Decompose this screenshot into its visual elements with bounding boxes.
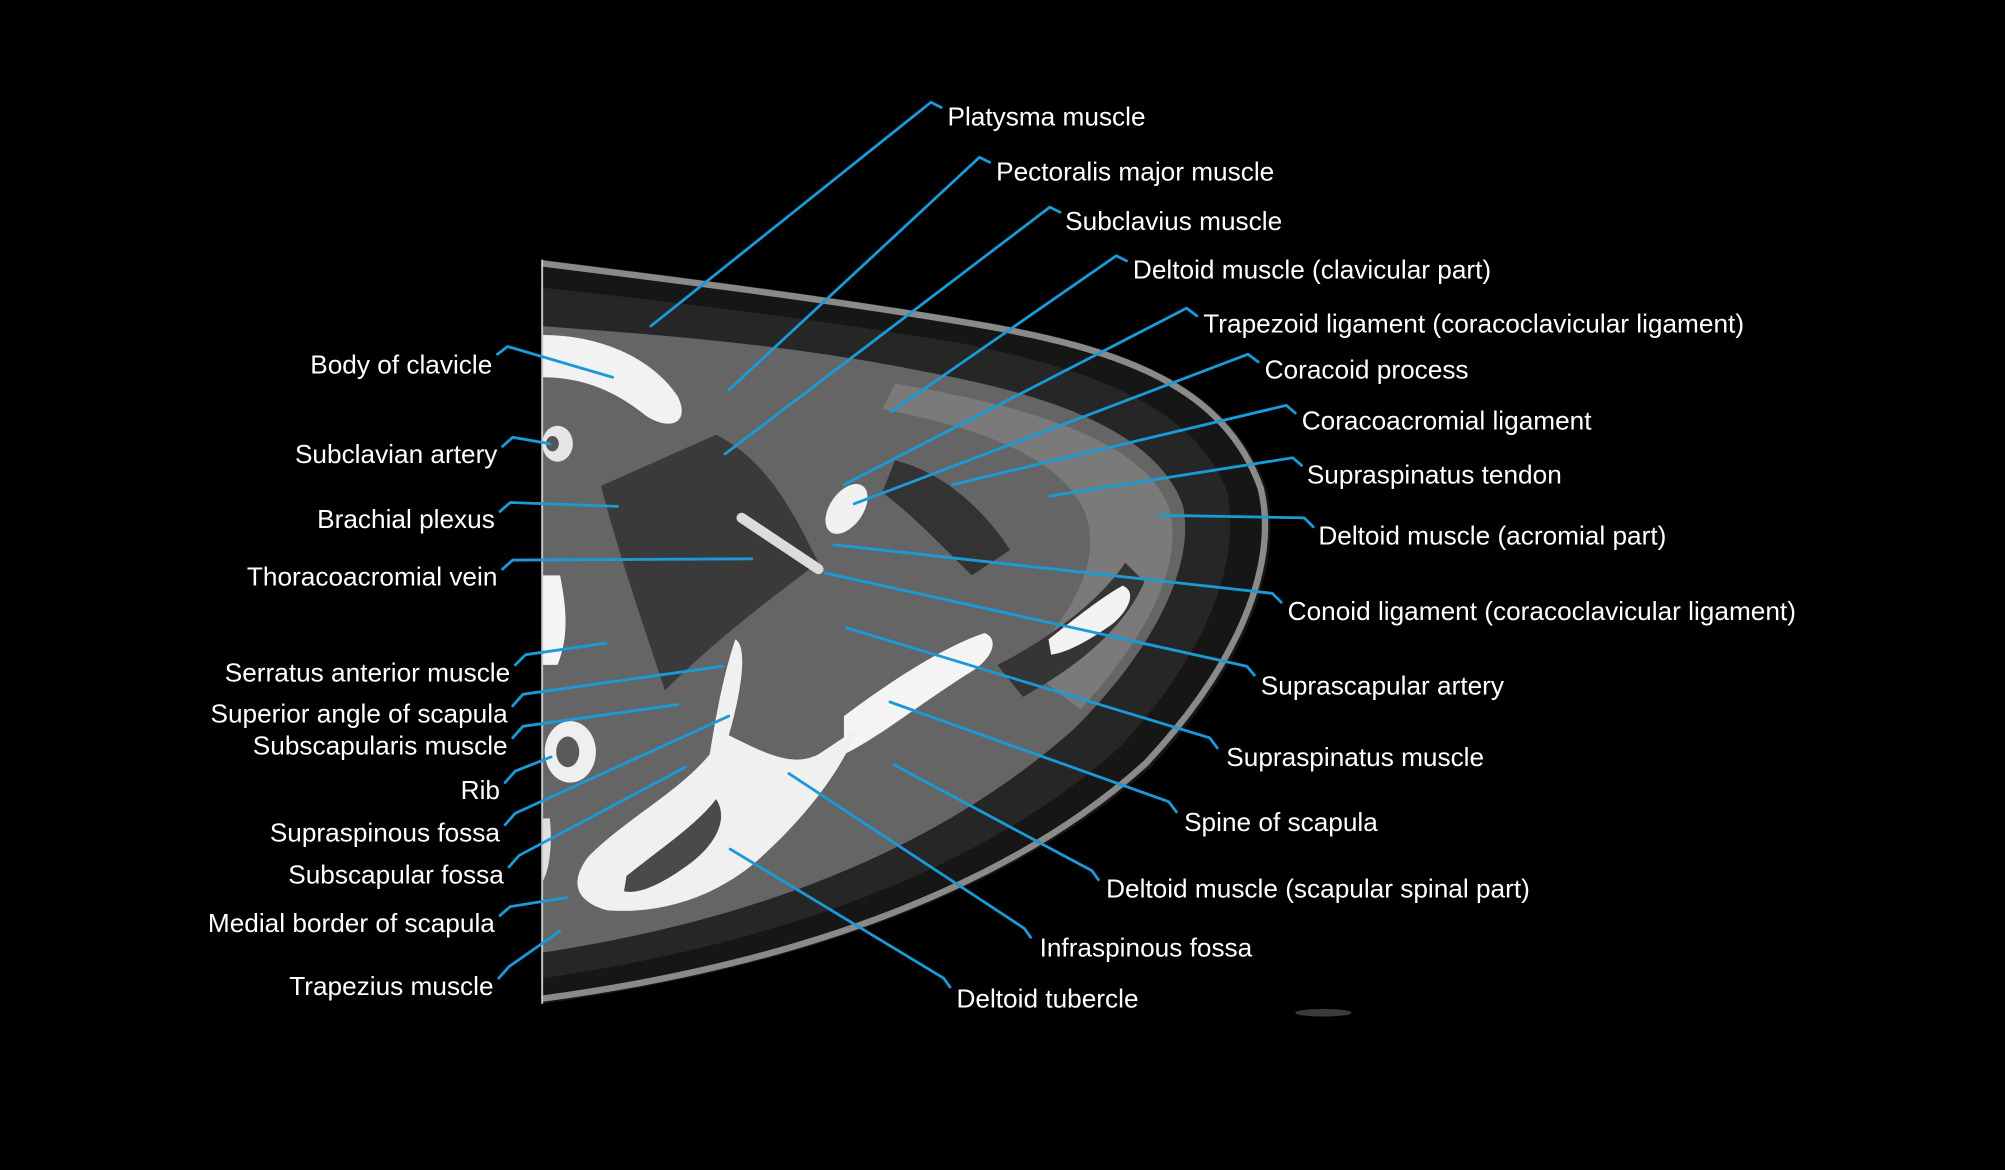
label-spine-of-scapula: Spine of scapula <box>1184 807 1378 837</box>
ct-artifact <box>1295 1008 1352 1017</box>
leader-line-coracoacromial-ligament <box>951 403 1297 487</box>
label-subclavius-muscle: Subclavius muscle <box>1065 206 1282 236</box>
leader-line-supraspinatus-muscle <box>845 626 1219 750</box>
leader-line-infraspinous-fossa <box>787 772 1033 939</box>
leader-lines <box>496 100 1315 989</box>
leader-line-deltoid-muscle-acromial-part <box>1158 513 1315 529</box>
leader-line-brachial-plexus <box>498 501 620 513</box>
label-subscapularis-muscle: Subscapularis muscle <box>253 730 508 760</box>
ct-scan-image <box>542 259 1271 1004</box>
leader-line-deltoid-tubercle <box>728 847 952 989</box>
leader-line-rib <box>503 755 553 784</box>
leader-line-body-of-clavicle <box>496 345 614 379</box>
label-deltoid-muscle-acromial-part: Deltoid muscle (acromial part) <box>1318 521 1666 551</box>
leader-line-superior-angle-of-scapula <box>511 664 724 708</box>
label-supraspinatus-muscle: Supraspinatus muscle <box>1226 742 1484 772</box>
label-platysma-muscle: Platysma muscle <box>948 101 1146 131</box>
leader-line-subscapular-fossa <box>507 765 687 869</box>
label-thoracoacromial-vein: Thoracoacromial vein <box>247 562 498 592</box>
leader-line-subscapularis-muscle <box>511 703 680 740</box>
leader-line-suprascapular-artery <box>823 571 1256 677</box>
label-trapezoid-ligament-coracoclavicular-ligament: Trapezoid ligament (coracoclavicular lig… <box>1203 308 1744 338</box>
leader-line-trapezoid-ligament-coracoclavicular-ligament <box>842 306 1199 487</box>
leader-line-subclavian-artery <box>501 435 552 448</box>
label-deltoid-muscle-scapular-spinal-part: Deltoid muscle (scapular spinal part) <box>1106 874 1530 904</box>
leader-line-deltoid-muscle-clavicular-part <box>889 254 1128 414</box>
label-trapezius-muscle: Trapezius muscle <box>289 971 493 1001</box>
leader-line-trapezius-muscle <box>497 929 562 980</box>
label-body-of-clavicle: Body of clavicle <box>310 349 492 379</box>
label-coracoid-process: Coracoid process <box>1265 354 1469 384</box>
label-deltoid-muscle-clavicular-part: Deltoid muscle (clavicular part) <box>1133 255 1491 285</box>
label-serratus-anterior-muscle: Serratus anterior muscle <box>225 658 510 688</box>
leader-line-conoid-ligament-coracoclavicular-ligament <box>832 543 1283 604</box>
label-conoid-ligament-coracoclavicular-ligament: Conoid ligament (coracoclavicular ligame… <box>1288 596 1796 626</box>
label-supraspinous-fossa: Supraspinous fossa <box>270 817 501 847</box>
label-deltoid-tubercle: Deltoid tubercle <box>956 984 1138 1014</box>
label-coracoacromial-ligament: Coracoacromial ligament <box>1302 406 1593 436</box>
leader-line-deltoid-muscle-scapular-spinal-part <box>892 763 1100 882</box>
label-pectoralis-major-muscle: Pectoralis major muscle <box>996 156 1274 186</box>
leader-line-subclavius-muscle <box>723 205 1062 456</box>
leader-line-serratus-anterior-muscle <box>513 641 608 667</box>
leader-line-medial-border-of-scapula <box>498 896 568 917</box>
leader-line-supraspinatus-tendon <box>1048 456 1304 498</box>
leader-line-platysma-muscle <box>649 100 943 328</box>
leader-line-spine-of-scapula <box>888 700 1178 814</box>
label-subscapular-fossa: Subscapular fossa <box>288 860 504 890</box>
leader-line-pectoralis-major-muscle <box>727 155 992 392</box>
label-subclavian-artery: Subclavian artery <box>295 439 498 469</box>
label-supraspinatus-tendon: Supraspinatus tendon <box>1307 459 1562 489</box>
label-rib: Rib <box>461 775 500 805</box>
label-superior-angle-of-scapula: Superior angle of scapula <box>210 698 508 728</box>
label-brachial-plexus: Brachial plexus <box>317 504 495 534</box>
leader-line-coracoid-process <box>852 352 1260 506</box>
label-suprascapular-artery: Suprascapular artery <box>1261 670 1505 700</box>
label-infraspinous-fossa: Infraspinous fossa <box>1040 932 1253 962</box>
leader-line-supraspinous-fossa <box>503 714 731 827</box>
label-medial-border-of-scapula: Medial border of scapula <box>208 908 495 938</box>
leader-line-thoracoacromial-vein <box>501 557 754 571</box>
